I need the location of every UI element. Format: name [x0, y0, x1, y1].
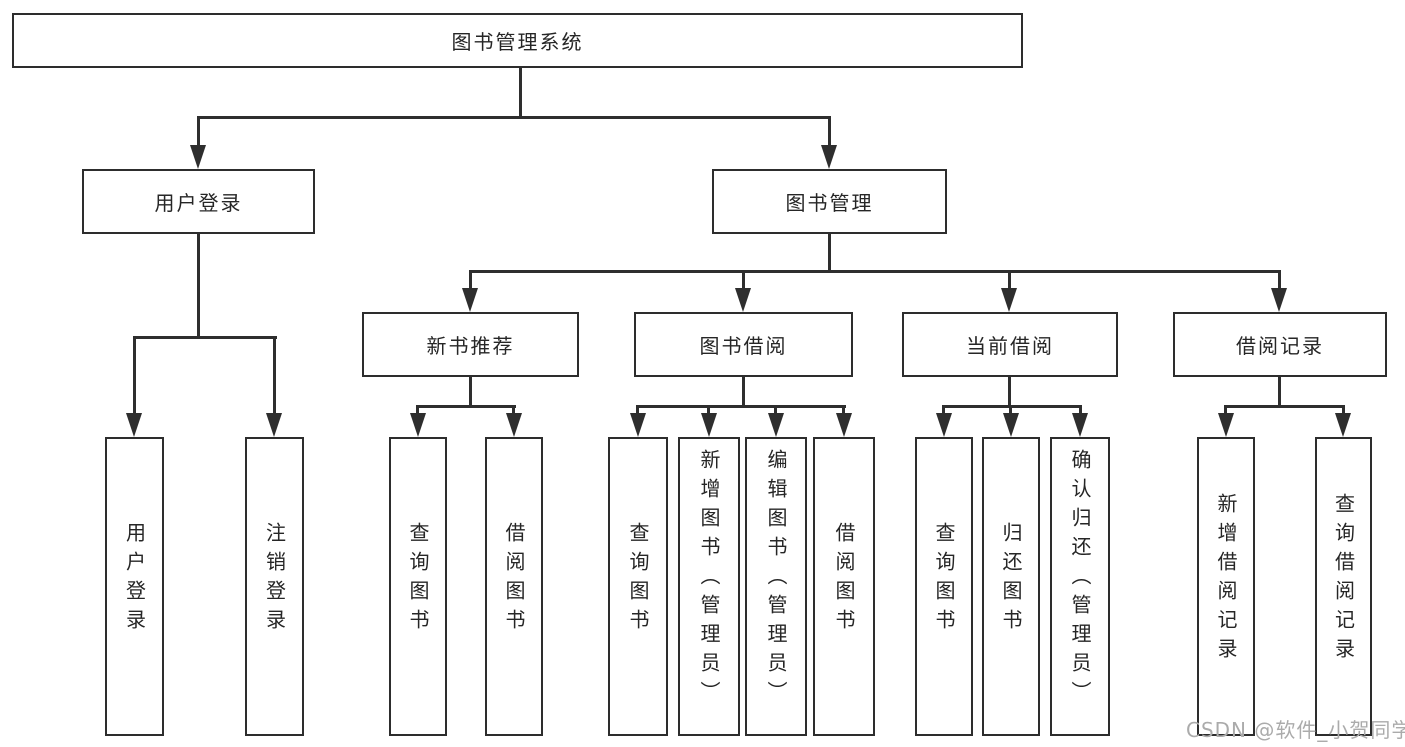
leaf-borrow-add-books-admin: 新增图书（管理员） [678, 437, 740, 736]
node-label: 图书管理系统 [451, 30, 584, 54]
node-user-login: 用户登录 [82, 169, 315, 234]
arrow-down-icon [768, 413, 784, 437]
arrow-down-icon [936, 413, 952, 437]
leaf-label: 借阅图书 [832, 521, 856, 638]
leaf-label: 确认归还（管理员） [1068, 449, 1092, 710]
arrow-down-icon [190, 145, 206, 169]
connector-line [1079, 405, 1082, 414]
connector-line [636, 405, 639, 414]
arrow-down-icon [1003, 413, 1019, 437]
leaf-label: 查询图书 [932, 521, 956, 638]
leaf-label: 查询图书 [406, 521, 430, 638]
leaf-label: 查询图书 [626, 521, 650, 638]
leaf-label: 注销登录 [262, 521, 287, 638]
connector-line [1008, 270, 1011, 290]
node-label: 当前借阅 [966, 334, 1054, 358]
connector-line [133, 336, 277, 339]
connector-line [1278, 377, 1281, 407]
leaf-current-confirm-return-admin: 确认归还（管理员） [1050, 437, 1110, 736]
connector-line [197, 116, 831, 119]
leaf-newrec-borrow-books: 借阅图书 [485, 437, 543, 736]
node-label: 图书借阅 [699, 334, 788, 358]
leaf-records-query-borrow-record: 查询借阅记录 [1315, 437, 1372, 736]
connector-line [942, 405, 945, 414]
arrow-down-icon [1001, 288, 1017, 312]
leaf-label: 归还图书 [999, 521, 1023, 638]
connector-line [1224, 405, 1227, 414]
leaf-label: 编辑图书（管理员） [764, 449, 788, 710]
leaf-current-return-books: 归还图书 [982, 437, 1040, 736]
arrow-down-icon [630, 413, 646, 437]
arrow-down-icon [266, 413, 282, 437]
arrow-down-icon [462, 288, 478, 312]
connector-line [774, 405, 777, 414]
connector-line [1224, 405, 1345, 408]
connector-line [742, 377, 745, 407]
connector-line [416, 405, 516, 408]
leaf-borrow-edit-books-admin: 编辑图书（管理员） [745, 437, 807, 736]
arrow-down-icon [821, 145, 837, 169]
connector-line [197, 233, 200, 338]
connector-line [707, 405, 710, 414]
node-borrowing-records: 借阅记录 [1173, 312, 1387, 377]
arrow-down-icon [735, 288, 751, 312]
connector-line [512, 405, 515, 414]
connector-line [842, 405, 845, 414]
connector-line [1278, 270, 1281, 290]
arrow-down-icon [1218, 413, 1234, 437]
watermark-text: CSDN @软件_小贺同学 [1186, 718, 1405, 742]
node-label: 借阅记录 [1236, 334, 1324, 358]
leaf-current-query-books: 查询图书 [915, 437, 973, 736]
arrow-down-icon [410, 413, 426, 437]
leaf-label: 用户登录 [122, 521, 147, 638]
connector-line [1342, 405, 1345, 414]
connector-line [133, 336, 136, 414]
connector-line [742, 270, 745, 290]
connector-line [469, 377, 472, 407]
node-book-management: 图书管理 [712, 169, 947, 234]
connector-line [519, 68, 522, 119]
connector-line [197, 116, 200, 146]
connector-line [469, 270, 472, 290]
node-new-book-recommendation: 新书推荐 [362, 312, 579, 377]
arrow-down-icon [1072, 413, 1088, 437]
connector-line [828, 234, 831, 272]
connector-line [636, 405, 846, 408]
connector-line [828, 116, 831, 146]
node-label: 图书管理 [785, 191, 874, 215]
connector-line [1009, 405, 1012, 414]
connector-line [416, 405, 419, 414]
arrow-down-icon [836, 413, 852, 437]
arrow-down-icon [701, 413, 717, 437]
connector-line [469, 270, 1281, 273]
connector-line [273, 336, 276, 414]
leaf-label: 查询借阅记录 [1331, 492, 1356, 667]
node-label: 用户登录 [154, 191, 243, 215]
leaf-records-add-borrow-record: 新增借阅记录 [1197, 437, 1255, 736]
node-library-management-system: 图书管理系统 [12, 13, 1023, 68]
leaf-logout: 注销登录 [245, 437, 304, 736]
arrow-down-icon [1271, 288, 1287, 312]
leaf-user-login: 用户登录 [105, 437, 164, 736]
leaf-newrec-query-books: 查询图书 [389, 437, 447, 736]
node-book-borrowing: 图书借阅 [634, 312, 853, 377]
connector-line [1008, 377, 1011, 407]
arrow-down-icon [1335, 413, 1351, 437]
arrow-down-icon [126, 413, 142, 437]
leaf-borrow-borrow-books: 借阅图书 [813, 437, 875, 736]
arrow-down-icon [506, 413, 522, 437]
leaf-label: 新增图书（管理员） [697, 449, 721, 710]
leaf-label: 新增借阅记录 [1214, 492, 1238, 667]
node-current-borrowing: 当前借阅 [902, 312, 1118, 377]
connector-line [942, 405, 1082, 408]
leaf-borrow-query-books: 查询图书 [608, 437, 668, 736]
leaf-label: 借阅图书 [502, 521, 526, 638]
node-label: 新书推荐 [426, 334, 515, 358]
